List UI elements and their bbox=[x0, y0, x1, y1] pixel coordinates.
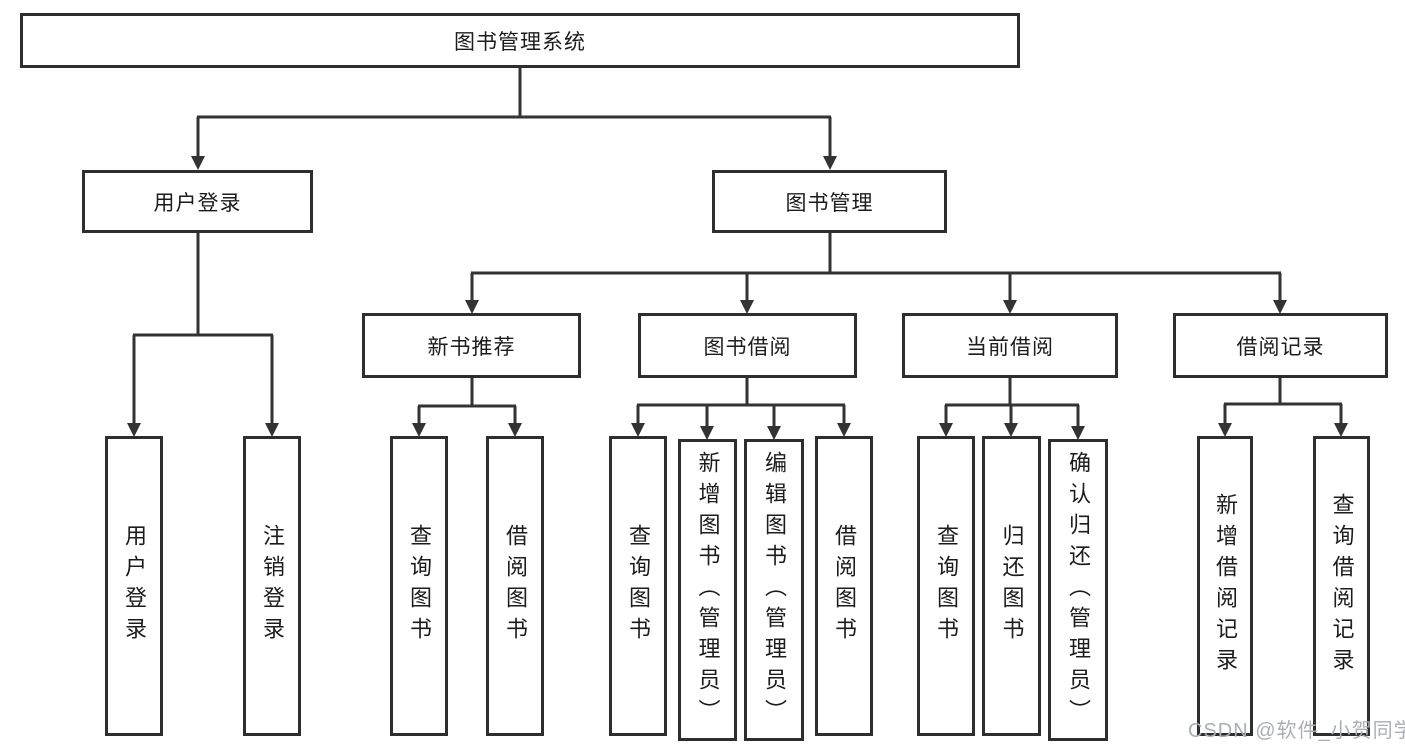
leaf-add-books-admin: 新增图书（管理员） bbox=[678, 439, 737, 741]
node-borrowing-records: 借阅记录 bbox=[1173, 313, 1388, 378]
leaf-query-books: 查询图书 bbox=[390, 436, 448, 736]
node-label: 用户登录 bbox=[153, 191, 242, 215]
node-label: 查询图书 bbox=[626, 524, 651, 648]
node-label: 当前借阅 bbox=[966, 335, 1054, 359]
node-label: 确认归还（管理员） bbox=[1066, 450, 1091, 730]
node-label: 注销登录 bbox=[260, 524, 285, 648]
node-book-borrowing: 图书借阅 bbox=[638, 313, 857, 378]
node-book-management-system: 图书管理系统 bbox=[20, 13, 1020, 68]
node-label: 归还图书 bbox=[999, 524, 1025, 648]
node-label: 借阅图书 bbox=[832, 524, 857, 648]
node-label: 图书借阅 bbox=[703, 335, 792, 359]
leaf-borrow-books: 借阅图书 bbox=[486, 436, 544, 736]
leaf-return-books: 归还图书 bbox=[982, 436, 1041, 736]
leaf-edit-books-admin: 编辑图书（管理员） bbox=[744, 439, 804, 741]
leaf-borrow-books: 借阅图书 bbox=[815, 436, 873, 736]
connector-arrowheads bbox=[127, 156, 1348, 440]
node-label: 借阅图书 bbox=[503, 524, 528, 648]
node-label: 查询借阅记录 bbox=[1329, 493, 1355, 679]
csdn-watermark: CSDN @软件_小贺同学 bbox=[1188, 720, 1405, 742]
node-label: 查询图书 bbox=[934, 524, 959, 648]
node-current-borrowing: 当前借阅 bbox=[902, 313, 1118, 378]
node-label: 用户登录 bbox=[122, 524, 147, 648]
node-label: 编辑图书（管理员） bbox=[762, 450, 787, 730]
leaf-query-books: 查询图书 bbox=[609, 436, 667, 736]
node-label: 新增图书（管理员） bbox=[695, 450, 721, 730]
node-label: 图书管理 bbox=[785, 191, 874, 215]
leaf-user-login: 用户登录 bbox=[105, 436, 163, 736]
node-label: 查询图书 bbox=[407, 524, 432, 648]
leaf-add-borrowing-record: 新增借阅记录 bbox=[1197, 436, 1253, 736]
leaf-logout: 注销登录 bbox=[243, 436, 301, 736]
node-user-login: 用户登录 bbox=[82, 170, 313, 233]
leaf-query-borrowing-record: 查询借阅记录 bbox=[1313, 436, 1370, 736]
node-new-book-recommendation: 新书推荐 bbox=[362, 313, 581, 378]
node-label: 借阅记录 bbox=[1236, 335, 1325, 359]
leaf-query-books: 查询图书 bbox=[917, 436, 975, 736]
node-label: 新增借阅记录 bbox=[1213, 493, 1238, 679]
node-label: 图书管理系统 bbox=[454, 30, 586, 54]
connector-lines bbox=[132, 68, 1343, 428]
node-label: 新书推荐 bbox=[427, 335, 516, 359]
leaf-confirm-return-admin: 确认归还（管理员） bbox=[1048, 439, 1108, 741]
node-book-management: 图书管理 bbox=[712, 170, 947, 233]
